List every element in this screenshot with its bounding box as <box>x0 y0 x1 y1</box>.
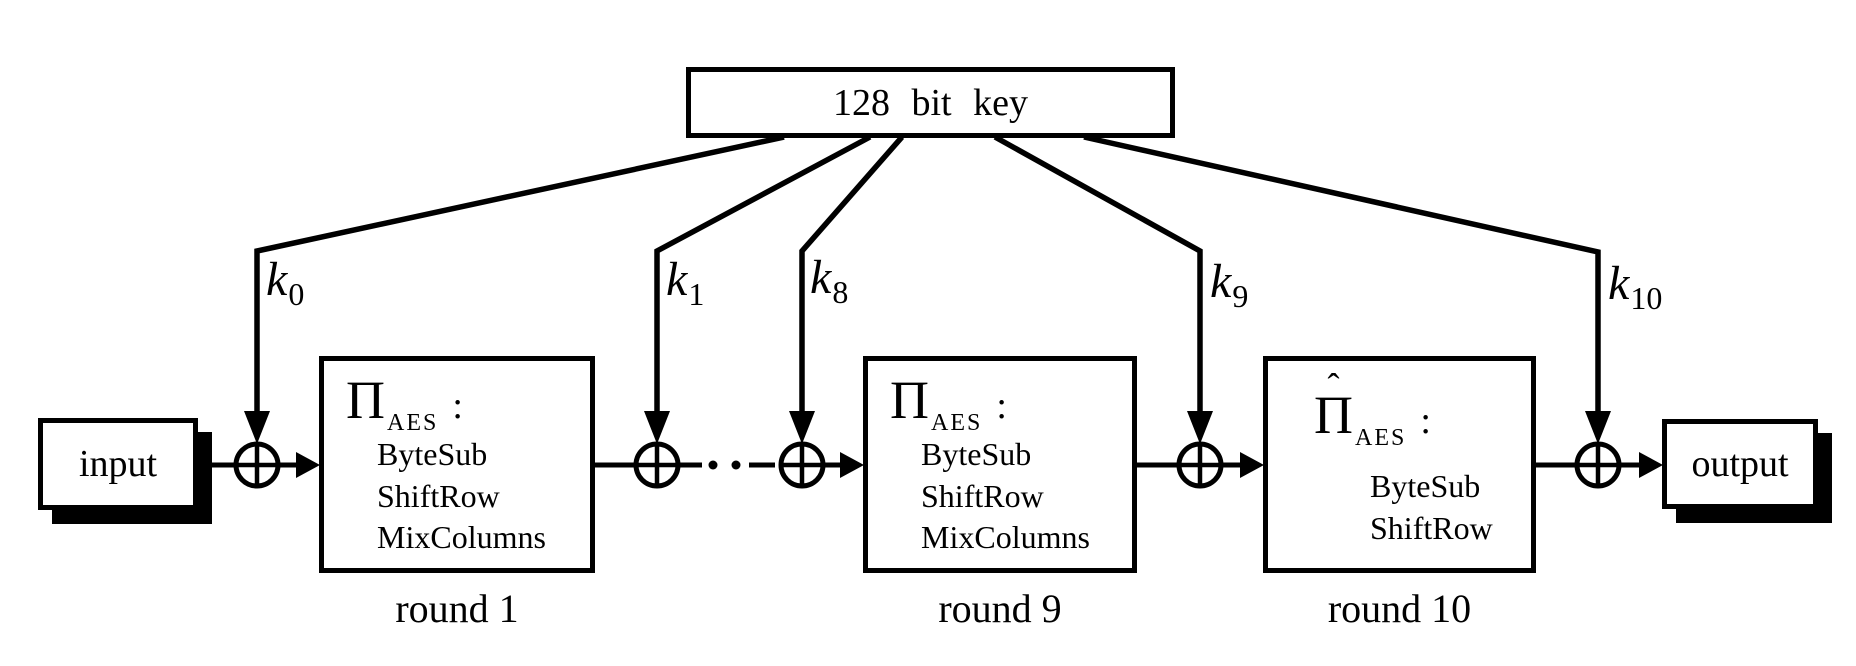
down-arrowhead-icon <box>789 411 815 444</box>
key-box-label: 128 bit key <box>833 81 1028 124</box>
round-9-op-bytesub: ByteSub <box>921 436 1032 472</box>
round-10-op-bytesub: ByteSub <box>1370 468 1481 504</box>
ellipsis-dot <box>708 460 718 470</box>
key-label-k1: k1 <box>666 253 705 312</box>
xor-k1-node <box>633 441 681 489</box>
output-label: output <box>1691 443 1789 485</box>
ellipsis-dot <box>731 460 741 470</box>
round-1-box: ΠAES: ByteSub ShiftRow MixColumns round … <box>319 356 595 629</box>
key-label-k10: k10 <box>1608 257 1663 316</box>
key-line-k8 <box>799 135 905 414</box>
pi-hat-icon: ˆ <box>1327 366 1340 406</box>
pi-colon: : <box>996 385 1007 427</box>
key-line-k0 <box>254 134 785 414</box>
right-arrowhead-icon <box>296 452 320 478</box>
key-box: 128 bit key <box>686 67 1175 138</box>
xor-k10-node <box>1574 441 1622 489</box>
xor-k0-node <box>233 441 281 489</box>
round-1-caption: round 1 <box>395 586 519 631</box>
round-10-caption: round 10 <box>1327 586 1472 631</box>
key-label-k8: k8 <box>810 251 849 310</box>
round-9-permutation-label: ΠAES: <box>890 370 1007 435</box>
round-1-op-mixcolumns: MixColumns <box>377 519 546 555</box>
down-arrowhead-icon <box>1585 411 1611 444</box>
xor-k9-node <box>1176 441 1224 489</box>
key-line-k9 <box>993 134 1203 414</box>
down-arrowhead-icon <box>1187 411 1213 444</box>
round-1-op-shiftrow: ShiftRow <box>377 478 500 514</box>
round-9-box: ΠAES: ByteSub ShiftRow MixColumns round … <box>863 356 1137 629</box>
pi-subscript: AES <box>1355 425 1407 451</box>
xor-k8-node <box>778 441 826 489</box>
output-box: output <box>1662 419 1818 509</box>
round-9-op-mixcolumns: MixColumns <box>921 519 1090 555</box>
pi-colon: : <box>1420 400 1431 442</box>
pi-subscript: AES <box>387 410 439 436</box>
round-1-permutation-label: ΠAES: <box>346 370 463 435</box>
down-arrowhead-icon <box>244 411 270 444</box>
pi-colon: : <box>452 385 463 427</box>
round-10-op-shiftrow: ShiftRow <box>1370 510 1493 546</box>
right-arrowhead-icon <box>840 452 864 478</box>
right-arrowhead-icon <box>1639 452 1663 478</box>
ellipsis-dots <box>708 460 741 470</box>
round-9-op-shiftrow: ShiftRow <box>921 478 1044 514</box>
key-line-k1 <box>654 134 872 414</box>
round-1-op-bytesub: ByteSub <box>377 436 488 472</box>
pi-subscript: AES <box>931 410 983 436</box>
key-line-k10 <box>1083 134 1601 414</box>
key-label-k9: k9 <box>1210 255 1249 314</box>
xor-nodes <box>233 441 1622 489</box>
right-arrowhead-icon <box>1240 452 1264 478</box>
input-label: input <box>78 443 158 485</box>
down-arrowhead-icon <box>644 411 670 444</box>
input-box: input <box>38 418 198 510</box>
round-9-caption: round 9 <box>938 586 1062 631</box>
pi-symbol: Π <box>890 370 929 430</box>
pi-symbol: Π <box>346 370 385 430</box>
key-label-k0: k0 <box>266 253 305 312</box>
